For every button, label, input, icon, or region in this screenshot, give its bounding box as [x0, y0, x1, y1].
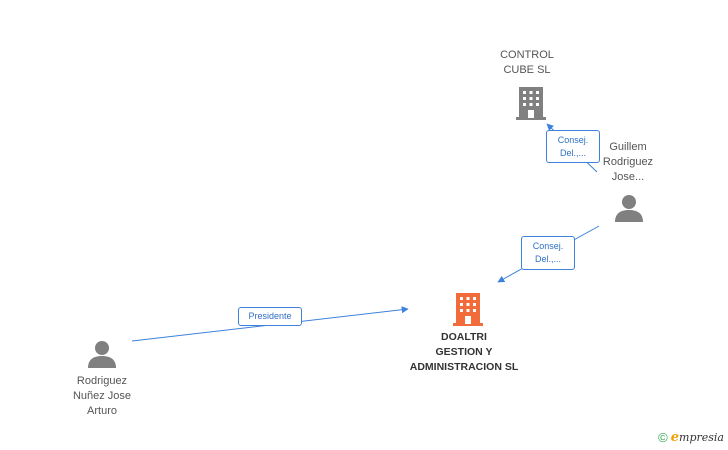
edge-label-guillem-doaltri[interactable]: Consej. Del.,...	[521, 236, 575, 270]
rodriguez-label[interactable]: Rodriguez Nuñez Jose Arturo	[60, 374, 144, 419]
brand-logo: empresia	[671, 430, 724, 445]
main-company-building-icon[interactable]	[451, 290, 485, 326]
brand-rest: mpresia	[679, 430, 724, 444]
doaltri-label[interactable]: DOALTRI GESTION Y ADMINISTRACION SL	[394, 330, 534, 375]
footer-brand[interactable]: © empresia	[658, 429, 724, 445]
person-icon[interactable]	[614, 194, 644, 222]
edge-label-rodriguez-doaltri[interactable]: Presidente	[238, 307, 302, 326]
edge-label-line1: Consej.	[557, 135, 589, 145]
rodriguez-label-line1: Rodriguez	[76, 375, 128, 387]
edge-label-line2: Del.,...	[559, 148, 586, 158]
guillem-label-line1: Guillem	[609, 141, 647, 153]
guillem-label[interactable]: Guillem Rodriguez Jose...	[588, 140, 668, 185]
guillem-label-line2: Rodriguez	[602, 156, 654, 168]
rodriguez-label-line2: Nuñez Jose	[72, 390, 132, 402]
edge-label-line2: Del.,...	[534, 254, 561, 264]
copyright-icon: ©	[658, 429, 668, 445]
control-cube-label-line2: CUBE SL	[503, 64, 551, 76]
edge-label-line1: Consej.	[532, 241, 564, 251]
control-cube-label-line1: CONTROL	[500, 49, 554, 61]
edge-label-line1: Presidente	[248, 311, 292, 321]
building-icon[interactable]	[514, 84, 548, 120]
doaltri-label-line3: ADMINISTRACION SL	[409, 361, 519, 373]
person-icon[interactable]	[87, 340, 117, 368]
doaltri-label-line2: GESTION Y	[435, 346, 493, 358]
guillem-label-line3: Jose...	[611, 171, 645, 183]
doaltri-label-line1: DOALTRI	[441, 331, 487, 343]
rodriguez-label-line3: Arturo	[87, 405, 117, 417]
control-cube-label[interactable]: CONTROL CUBE SL	[487, 48, 567, 78]
edge-label-guillem-control[interactable]: Consej. Del.,...	[546, 130, 600, 163]
brand-e: e	[670, 429, 680, 445]
